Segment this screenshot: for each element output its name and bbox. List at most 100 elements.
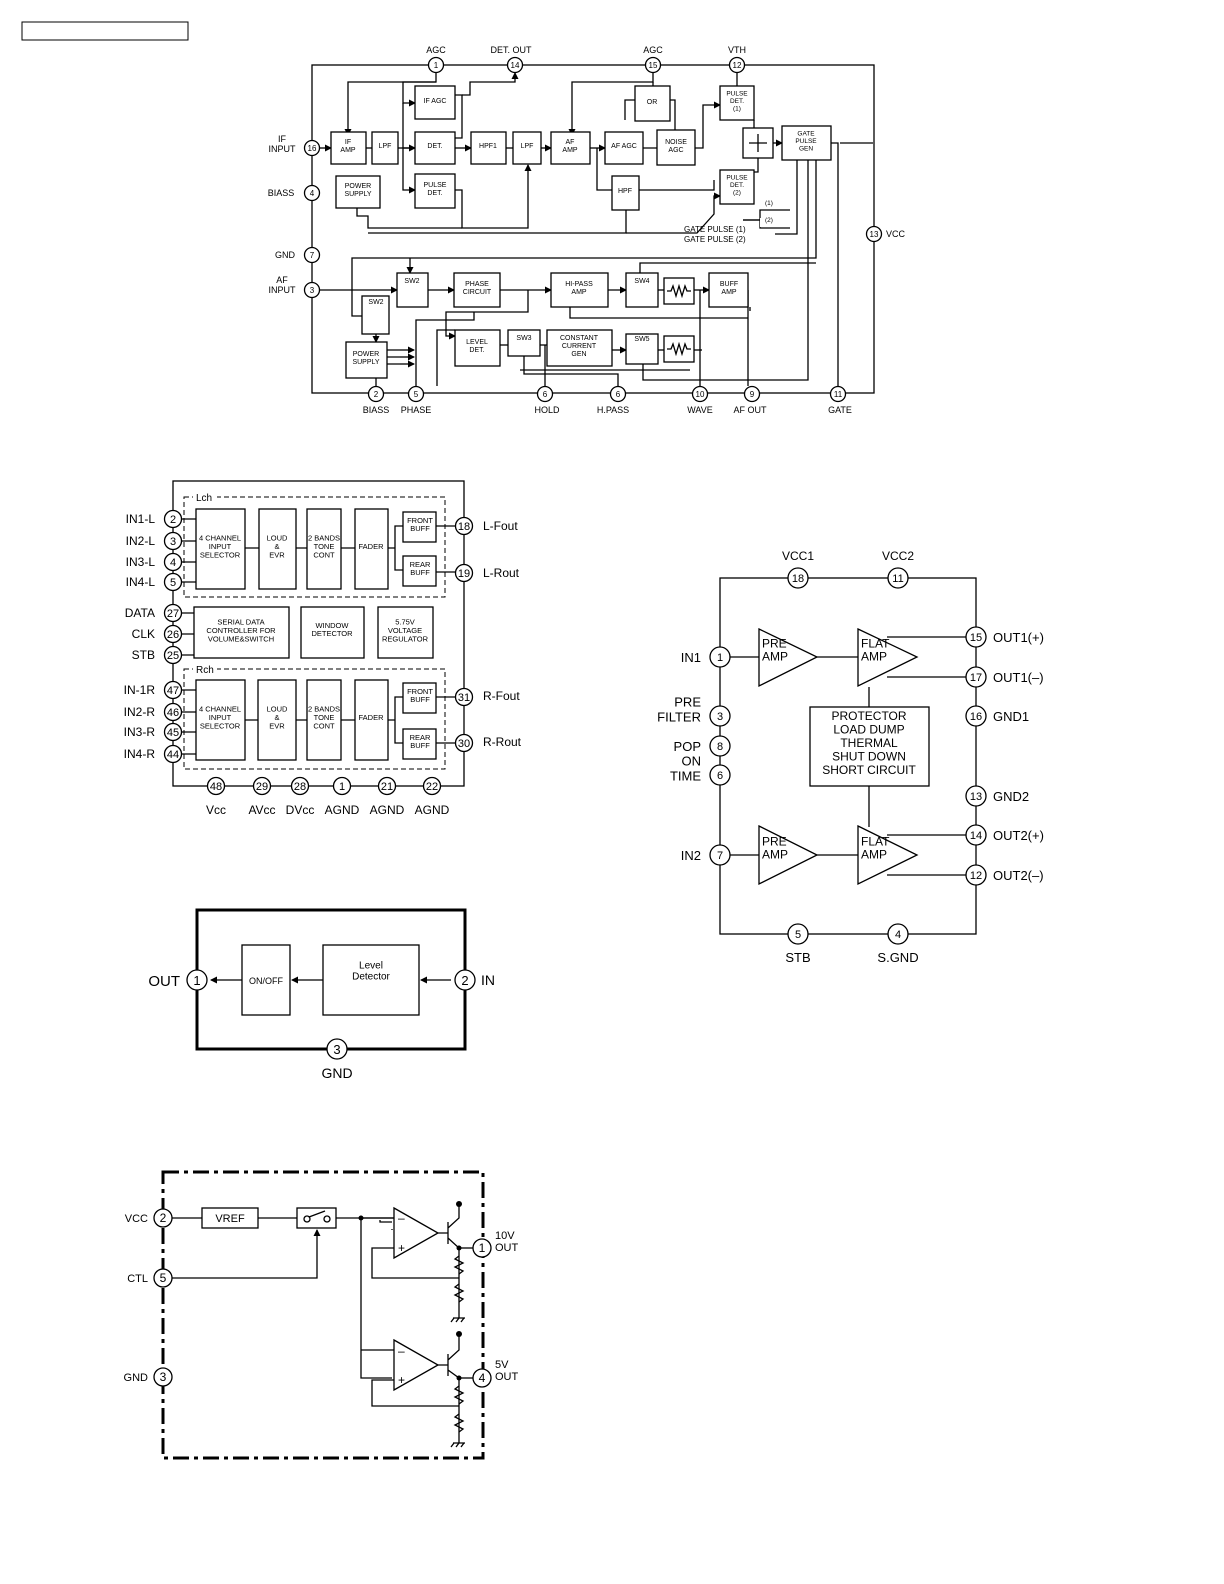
d1-pulse-det1-block — [719, 85, 755, 121]
d2-tone-r-block — [306, 679, 342, 761]
svg-text:46: 46 — [167, 707, 179, 719]
d1-gate-pulse2-label: GATE PULSE (2) — [684, 235, 746, 244]
d1-hpf-text: HPF — [618, 188, 632, 195]
d2-front-r-block — [402, 682, 437, 714]
svg-text:44: 44 — [167, 749, 179, 761]
d1-pin-6a — [536, 385, 554, 403]
d1-sw2b-block — [361, 295, 390, 335]
svg-text:L-Fout: L-Fout — [483, 519, 518, 533]
d3-bottom-pin-1: 4S.GND — [877, 923, 919, 965]
svg-text:29: 29 — [256, 781, 268, 793]
d1-pin-9-num: 9 — [750, 390, 755, 399]
d1-or-text: OR — [647, 99, 658, 106]
svg-text:5: 5 — [160, 1271, 167, 1285]
d1-pin-5-num: 5 — [414, 390, 419, 399]
d1-hpf1-block — [470, 131, 507, 165]
d1-sw4-block — [625, 272, 659, 308]
svg-text:2: 2 — [461, 973, 468, 988]
svg-text:IN2-R: IN2-R — [124, 705, 156, 719]
d1-pin-1 — [427, 56, 445, 74]
d1-gnd-label: GND — [275, 250, 296, 260]
svg-text:OUT1(+): OUT1(+) — [993, 630, 1044, 645]
svg-text:POP: POP — [674, 739, 701, 754]
svg-text:17: 17 — [970, 672, 982, 684]
svg-text:GND: GND — [321, 1065, 352, 1081]
svg-text:22: 22 — [426, 781, 438, 793]
d1-pin-2 — [367, 385, 385, 403]
svg-text:15: 15 — [970, 632, 982, 644]
svg-text:VCC2: VCC2 — [882, 549, 914, 563]
svg-text:CLK: CLK — [132, 627, 155, 641]
svg-text:STB: STB — [132, 648, 155, 662]
d1-sw2a-block — [396, 272, 429, 308]
d1-gp1-text: (1) — [765, 200, 773, 207]
d1-or-block — [634, 85, 671, 122]
svg-text:DATA: DATA — [125, 606, 155, 620]
header-box — [21, 21, 189, 41]
svg-text:AGND: AGND — [325, 803, 360, 817]
d1-pulse-det-block — [414, 173, 456, 209]
d2-loud-r-block — [257, 679, 297, 761]
d1-pin-12 — [728, 56, 746, 74]
d2-fader-r-text: FADER — [358, 713, 384, 722]
d2-fader-r-block — [354, 679, 389, 761]
d5-opamp2-shape — [393, 1338, 440, 1392]
svg-text:AVcc: AVcc — [248, 803, 275, 817]
d1-af-amp-block — [550, 131, 591, 165]
svg-text:18: 18 — [792, 573, 804, 585]
d1-sw3-block — [507, 329, 541, 357]
d1-biass2-label: BIASS — [363, 405, 390, 415]
d1-lpf2-text: LPF — [521, 143, 534, 150]
d2-sel-l-block — [195, 508, 246, 590]
d2-lch-group — [183, 496, 446, 598]
d2-rch-label-bg — [193, 663, 217, 675]
d1-sw5-text: SW5 — [634, 336, 649, 343]
svg-text:L-Rout: L-Rout — [483, 566, 520, 580]
d1-level-det-block — [454, 329, 501, 367]
d1-sw3-text: SW3 — [516, 335, 531, 342]
d1-gp2-box — [760, 218, 778, 227]
d1-af-out-label: AF OUT — [734, 405, 768, 415]
svg-text:R-Rout: R-Rout — [483, 735, 522, 749]
svg-text:1: 1 — [717, 652, 723, 664]
d1-sw5-block — [625, 333, 659, 365]
svg-text:3: 3 — [160, 1370, 167, 1384]
svg-text:48: 48 — [210, 781, 222, 793]
d4-onoff-block — [241, 944, 291, 1016]
d1-pin-7-num: 7 — [310, 251, 315, 260]
d1-gp2-text: (2) — [765, 217, 773, 224]
svg-text:IN2: IN2 — [681, 848, 701, 863]
svg-text:25: 25 — [167, 650, 179, 662]
svg-text:1: 1 — [193, 973, 200, 988]
d1-sw2a-text: SW2 — [404, 278, 419, 285]
d1-lpf1-block — [371, 131, 399, 165]
d1-if-agc-text: IF AGC — [424, 98, 447, 105]
d2-reg-block — [377, 606, 434, 659]
d5-opamp1-shape — [393, 1206, 440, 1260]
svg-text:3: 3 — [333, 1042, 340, 1057]
